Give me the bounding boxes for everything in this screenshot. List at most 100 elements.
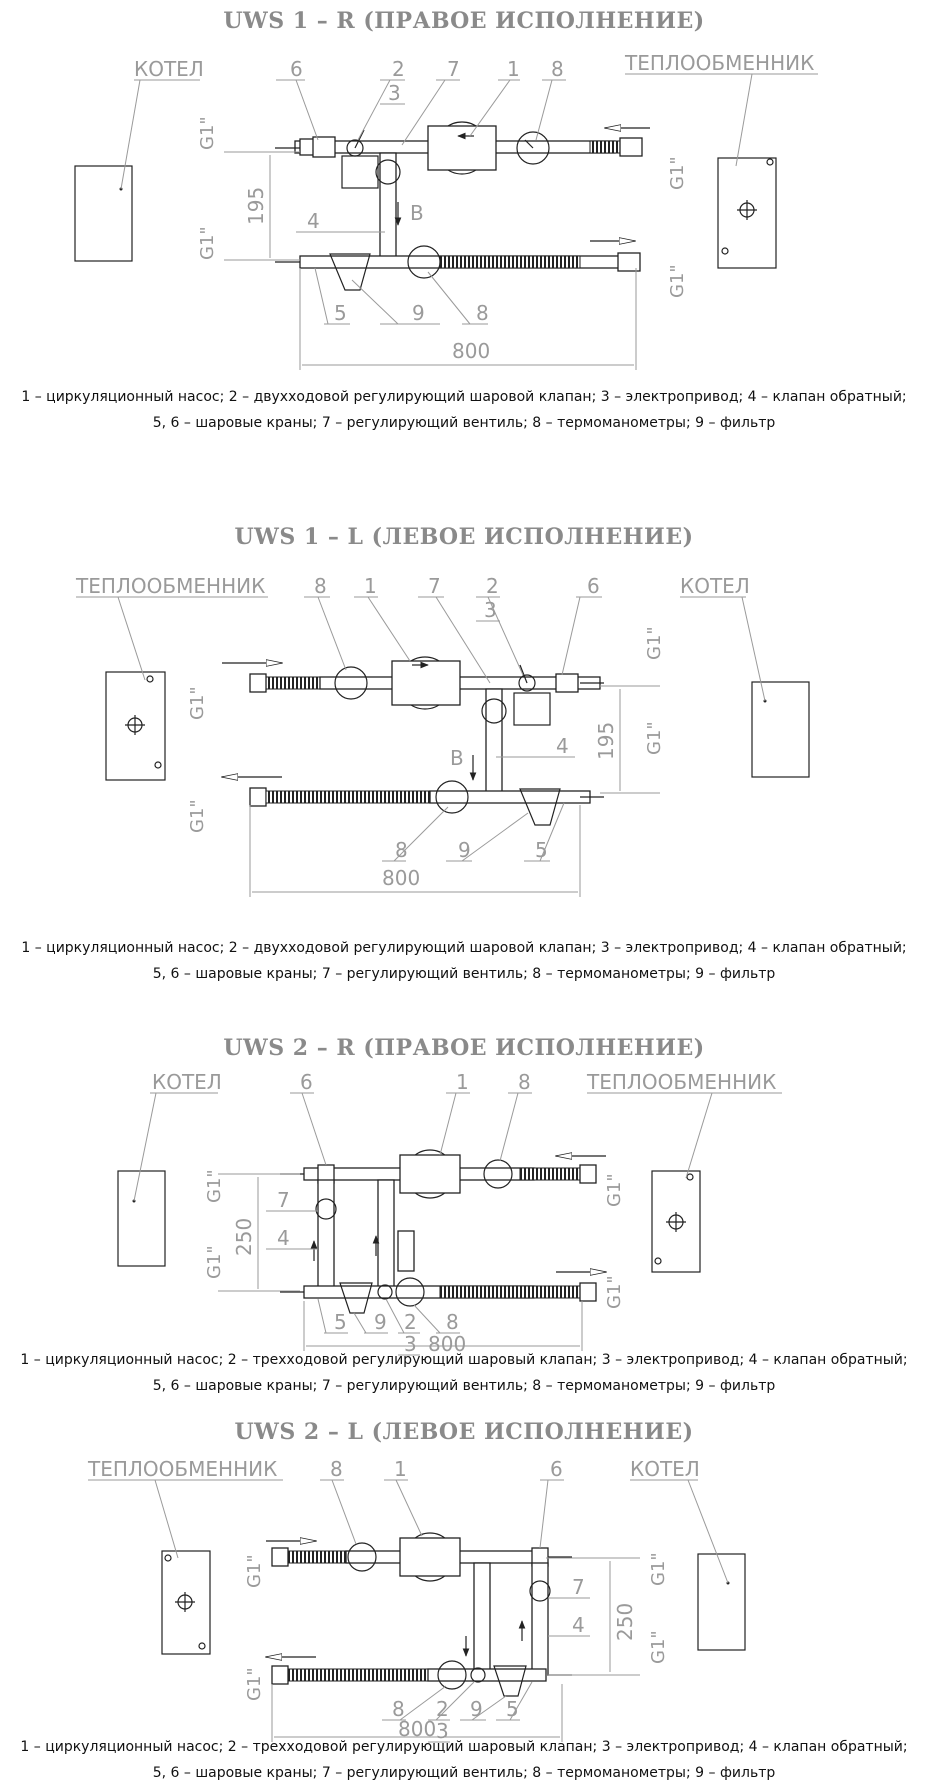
valve-2 xyxy=(470,1667,486,1683)
svg-text:1: 1 xyxy=(456,1070,469,1094)
thread-3: G1" xyxy=(604,1173,625,1207)
diagram-title: UWS 1 – L (ЛЕВОЕ ИСПОЛНЕНИЕ) xyxy=(234,524,694,550)
filter-9 xyxy=(493,1665,527,1697)
heat-exchanger-box xyxy=(161,1550,211,1655)
thread-3: G1" xyxy=(644,626,665,660)
actuator-3 xyxy=(513,692,551,726)
valve-2 xyxy=(518,674,536,692)
thread-2: G1" xyxy=(244,1667,265,1701)
svg-text:9: 9 xyxy=(412,301,425,325)
dim-height: 195 xyxy=(244,187,268,225)
label-heat-exchanger: ТЕПЛООБМЕННИК xyxy=(87,1457,277,1481)
svg-text:8: 8 xyxy=(392,1697,405,1721)
thread-1: G1" xyxy=(187,686,208,720)
thermomanometer-upper xyxy=(483,1159,513,1189)
svg-text:4: 4 xyxy=(277,1226,290,1250)
svg-text:2: 2 xyxy=(392,57,405,81)
dim-width: 800 xyxy=(398,1717,436,1741)
svg-text:8: 8 xyxy=(395,838,408,862)
diagram-title: UWS 1 – R (ПРАВОЕ ИСПОЛНЕНИЕ) xyxy=(223,8,705,34)
legend-line-1: 1 – циркуляционный насос; 2 – трехходово… xyxy=(20,1739,908,1755)
thread-2: G1" xyxy=(187,799,208,833)
thread-4: G1" xyxy=(648,1630,669,1664)
label-heat-exchanger: ТЕПЛООБМЕННИК xyxy=(624,51,814,75)
diagram-uws1-r: UWS 1 – R (ПРАВОЕ ИСПОЛНЕНИЕ) КОТЕЛ ТЕПЛ… xyxy=(0,0,928,440)
svg-text:1: 1 xyxy=(364,574,377,598)
thermomanometer-lower xyxy=(407,245,441,279)
boiler-box xyxy=(74,165,133,262)
svg-text:3: 3 xyxy=(404,1332,417,1356)
boiler-box xyxy=(117,1170,166,1267)
thread-4: G1" xyxy=(604,1275,625,1309)
svg-text:9: 9 xyxy=(374,1310,387,1334)
filter-9 xyxy=(519,788,561,826)
thermomanometer-lower xyxy=(437,1660,467,1690)
thread-1: G1" xyxy=(197,116,218,150)
svg-text:5: 5 xyxy=(535,838,548,862)
svg-text:2: 2 xyxy=(404,1310,417,1334)
thread-3: G1" xyxy=(667,156,688,190)
label-heat-exchanger: ТЕПЛООБМЕННИК xyxy=(586,1070,776,1094)
legend: 1 – циркуляционный насос; 2 – двухходово… xyxy=(0,935,928,987)
heat-exchanger-box xyxy=(717,157,777,269)
thermomanometer-upper xyxy=(516,131,550,165)
schematic-uws2-l: ТЕПЛООБМЕННИК КОТЕЛ xyxy=(87,1457,746,1743)
legend: 1 – циркуляционный насос; 2 – трехходово… xyxy=(0,1347,928,1399)
svg-text:8: 8 xyxy=(446,1310,459,1334)
boiler-box xyxy=(751,681,810,778)
legend: 1 – циркуляционный насос; 2 – двухходово… xyxy=(0,384,928,436)
legend-line-1: 1 – циркуляционный насос; 2 – двухходово… xyxy=(21,389,907,405)
filter-9 xyxy=(329,253,371,291)
callout-labels: 6 1 8 7 4 5 9 2 3 8 xyxy=(266,1070,532,1356)
svg-text:3: 3 xyxy=(388,81,401,105)
thread-1: G1" xyxy=(204,1169,225,1203)
schematic-uws1-l: ТЕПЛООБМЕННИК КОТЕЛ В xyxy=(75,574,810,897)
legend-line-1: 1 – циркуляционный насос; 2 – трехходово… xyxy=(20,1352,908,1368)
diagram-title: UWS 2 – L (ЛЕВОЕ ИСПОЛНЕНИЕ) xyxy=(234,1419,694,1445)
svg-text:6: 6 xyxy=(550,1457,563,1481)
thread-3: G1" xyxy=(648,1552,669,1586)
schematic-uws2-r: КОТЕЛ ТЕПЛООБМЕННИК xyxy=(117,1070,782,1356)
svg-text:8: 8 xyxy=(330,1457,343,1481)
svg-text:8: 8 xyxy=(518,1070,531,1094)
thread-2: G1" xyxy=(197,226,218,260)
svg-text:5: 5 xyxy=(334,1310,347,1334)
svg-text:9: 9 xyxy=(458,838,471,862)
thread-4: G1" xyxy=(667,264,688,298)
thermomanometer-lower xyxy=(435,780,469,814)
legend-line-1: 1 – циркуляционный насос; 2 – двухходово… xyxy=(21,940,907,956)
dim-width: 800 xyxy=(382,866,420,890)
label-boiler: КОТЕЛ xyxy=(630,1457,700,1481)
label-boiler: КОТЕЛ xyxy=(680,574,750,598)
thread-2: G1" xyxy=(204,1245,225,1279)
dim-width: 800 xyxy=(452,339,490,363)
legend-line-2: 5, 6 – шаровые краны; 7 – регулирующий в… xyxy=(152,1378,776,1394)
label-boiler: КОТЕЛ xyxy=(134,57,204,81)
label-heat-exchanger: ТЕПЛООБМЕННИК xyxy=(75,574,265,598)
diagram-uws1-l: UWS 1 – L (ЛЕВОЕ ИСПОЛНЕНИЕ) ТЕПЛООБМЕНН… xyxy=(0,515,928,995)
diagram-uws2-r: UWS 2 – R (ПРАВОЕ ИСПОЛНЕНИЕ) КОТЕЛ ТЕПЛ… xyxy=(0,1027,928,1405)
dim-width: 800 xyxy=(428,1332,466,1356)
thermomanometer-upper xyxy=(334,666,368,700)
callout-labels: 6 2 3 7 1 8 4 5 9 8 xyxy=(276,57,566,325)
legend-line-2: 5, 6 – шаровые краны; 7 – регулирующий в… xyxy=(152,966,776,982)
boiler-box xyxy=(697,1553,746,1651)
svg-text:8: 8 xyxy=(476,301,489,325)
heat-exchanger-box xyxy=(105,671,166,781)
check-valve-mark: В xyxy=(450,746,464,770)
dim-height: 250 xyxy=(613,1603,637,1641)
svg-text:4: 4 xyxy=(572,1613,585,1637)
diagram-title: UWS 2 – R (ПРАВОЕ ИСПОЛНЕНИЕ) xyxy=(223,1035,705,1061)
filter-9 xyxy=(339,1282,373,1314)
thermomanometer-lower xyxy=(395,1277,425,1307)
svg-text:6: 6 xyxy=(300,1070,313,1094)
schematic-uws1-r: КОТЕЛ ТЕПЛООБМЕННИК xyxy=(74,51,818,370)
legend: 1 – циркуляционный насос; 2 – трехходово… xyxy=(0,1734,928,1786)
diagram-uws2-l: UWS 2 – L (ЛЕВОЕ ИСПОЛНЕНИЕ) ТЕПЛООБМЕНН… xyxy=(0,1410,928,1790)
callout-labels: 8 1 7 2 3 6 4 8 9 5 xyxy=(304,574,602,862)
callout-labels: 8 1 6 7 4 8 2 3 9 5 xyxy=(320,1457,590,1743)
label-boiler: КОТЕЛ xyxy=(152,1070,222,1094)
dim-height: 195 xyxy=(594,722,618,760)
dim-height: 250 xyxy=(232,1218,256,1256)
legend-line-2: 5, 6 – шаровые краны; 7 – регулирующий в… xyxy=(152,1765,776,1781)
